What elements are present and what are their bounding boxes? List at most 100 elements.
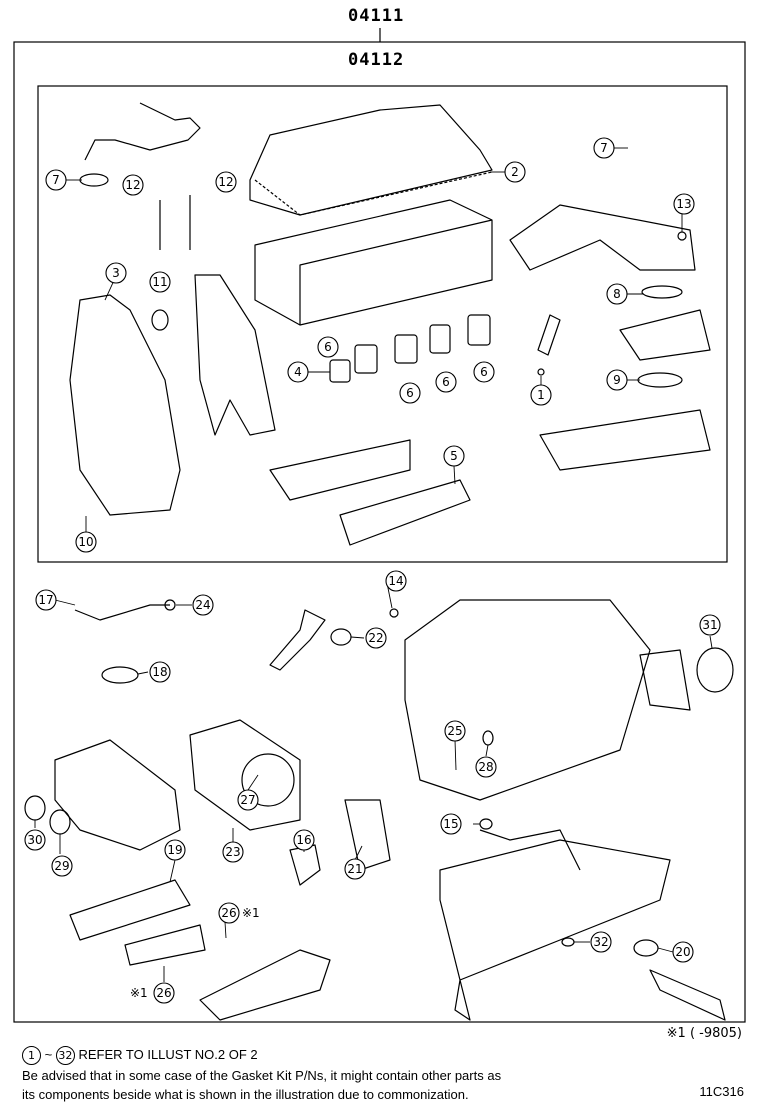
oil-filter-bracket — [199, 949, 331, 1021]
callout-6d-circle — [473, 361, 495, 383]
timing-belt-cover — [69, 294, 181, 516]
oil-seal-29 — [49, 809, 71, 835]
outer-kit-frame — [13, 41, 746, 1023]
callout-32-circle — [590, 931, 612, 953]
callout-20-circle — [672, 941, 694, 963]
intake-manifold — [539, 409, 711, 471]
advisory-line-1: Be advised that in some case of the Gask… — [22, 1068, 502, 1083]
callout-19-circle — [164, 839, 186, 861]
note-mark-26a: ※1 — [242, 906, 260, 920]
o-ring-28 — [482, 730, 494, 746]
callout-3-label: 3 — [112, 266, 120, 280]
cylinder-head — [254, 199, 493, 326]
callout-15-label: 15 — [443, 817, 458, 831]
oil-cooler-gasket-19 — [69, 879, 191, 941]
callout-25-circle — [444, 720, 466, 742]
callout-25-label: 25 — [447, 724, 462, 738]
callout-13-circle — [673, 193, 695, 215]
range-start-callout: 1 — [22, 1046, 41, 1065]
callout-26a-circle — [218, 902, 240, 924]
callout-4-circle — [287, 361, 309, 383]
o-ring-14 — [389, 608, 399, 618]
illustration-id: 11C316 — [699, 1084, 744, 1099]
water-outlet — [619, 309, 711, 361]
callout-26b-circle — [153, 982, 175, 1004]
gasket-15 — [479, 818, 493, 830]
callout-29-circle — [51, 855, 73, 877]
callout-18-label: 18 — [152, 665, 167, 679]
gasket-9 — [637, 372, 683, 388]
callout-6a-circle — [317, 336, 339, 358]
oil-strainer-pipe — [479, 829, 581, 871]
callout-27-circle — [237, 789, 259, 811]
oil-pipe-upper — [74, 604, 170, 621]
callout-6b-circle — [399, 382, 421, 404]
inner-kit-frame — [37, 85, 728, 563]
callout-markers — [24, 137, 721, 1004]
pipe-gasket-left — [79, 173, 109, 187]
callout-13-label: 13 — [676, 197, 691, 211]
callout-8-circle — [606, 283, 628, 305]
callout-24-label: 24 — [195, 598, 210, 612]
note-mark-26b: ※1 — [130, 986, 148, 1000]
callout-29-label: 29 — [54, 859, 69, 873]
callout-26b-label: 26 — [156, 986, 171, 1000]
gasket-8 — [641, 285, 683, 299]
callout-6c-label: 6 — [442, 375, 450, 389]
callout-9-circle — [606, 369, 628, 391]
callout-28-circle — [475, 756, 497, 778]
callout-18-circle — [149, 661, 171, 683]
advisory-line-2: its components beside what is shown in t… — [22, 1087, 469, 1102]
callout-7a-circle — [45, 169, 67, 191]
callout-21-circle — [344, 858, 366, 880]
oil-seal-30 — [24, 795, 46, 821]
callout-7a-label: 7 — [52, 173, 60, 187]
timing-cover-inner — [194, 274, 276, 436]
cylinder-block — [404, 599, 651, 801]
intake-pipe — [509, 204, 696, 271]
range-separator: ~ — [44, 1046, 53, 1062]
callout-12a-circle — [122, 174, 144, 196]
oil-dipstick-guide — [537, 314, 561, 356]
refer-text: REFER TO ILLUST NO.2 OF 2 — [78, 1046, 258, 1062]
oil-pan — [439, 839, 671, 1021]
callout-31-circle — [699, 614, 721, 636]
callout-16-label: 16 — [296, 833, 311, 847]
gasket-20 — [633, 939, 659, 957]
drain-plug-gasket-32 — [561, 937, 575, 947]
callout-22-label: 22 — [368, 631, 383, 645]
oil-seal-22 — [330, 628, 352, 646]
part-drawings — [24, 102, 734, 1021]
rear-seal-retainer — [639, 649, 691, 711]
oil-pump — [189, 719, 301, 831]
rear-oil-seal-31 — [696, 647, 734, 693]
inner-kit-code: 04112 — [348, 50, 405, 70]
callout-16-circle — [293, 829, 315, 851]
callout-5-label: 5 — [450, 449, 458, 463]
outer-kit-code: 04111 — [348, 6, 405, 26]
callout-1-label: 1 — [537, 388, 545, 402]
callout-14-circle — [385, 570, 407, 592]
callout-27-label: 27 — [240, 793, 255, 807]
exhaust-manifold — [269, 439, 411, 501]
o-ring-1 — [537, 368, 545, 376]
gasket-4 — [329, 359, 351, 383]
callout-12b-label: 12 — [218, 175, 233, 189]
callout-10-label: 10 — [78, 535, 93, 549]
oil-level-gauge — [649, 969, 726, 1021]
callout-3-circle — [105, 262, 127, 284]
cylinder-head-cover — [249, 104, 493, 216]
callout-26a-label: 26 — [221, 906, 236, 920]
callout-6d-label: 6 — [480, 365, 488, 379]
callout-19-label: 19 — [167, 843, 182, 857]
callout-14-label: 14 — [388, 574, 403, 588]
gasket-21 — [344, 799, 391, 871]
timing-chain-cover — [54, 739, 181, 851]
callout-7b-circle — [593, 137, 615, 159]
callout-28-label: 28 — [478, 760, 493, 774]
callout-17-label: 17 — [38, 593, 53, 607]
callout-6a-label: 6 — [324, 340, 332, 354]
oil-cooler — [124, 924, 206, 966]
callout-7b-label: 7 — [600, 141, 608, 155]
